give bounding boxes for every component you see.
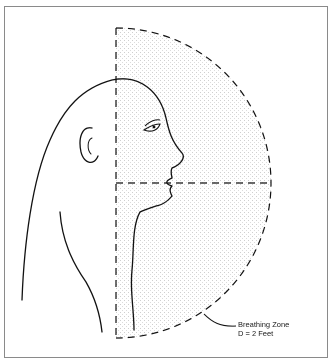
annotation-label: Breathing Zone D = 2 Feet [238, 320, 289, 338]
ear-inner [88, 138, 92, 154]
annotation-line-2: D = 2 Feet [238, 329, 289, 338]
ear-outline [80, 128, 98, 163]
annotation-leader-line [204, 314, 236, 326]
neck-back-outline [60, 212, 102, 332]
eye-pupil [153, 126, 156, 129]
annotation-line-1: Breathing Zone [238, 320, 289, 329]
